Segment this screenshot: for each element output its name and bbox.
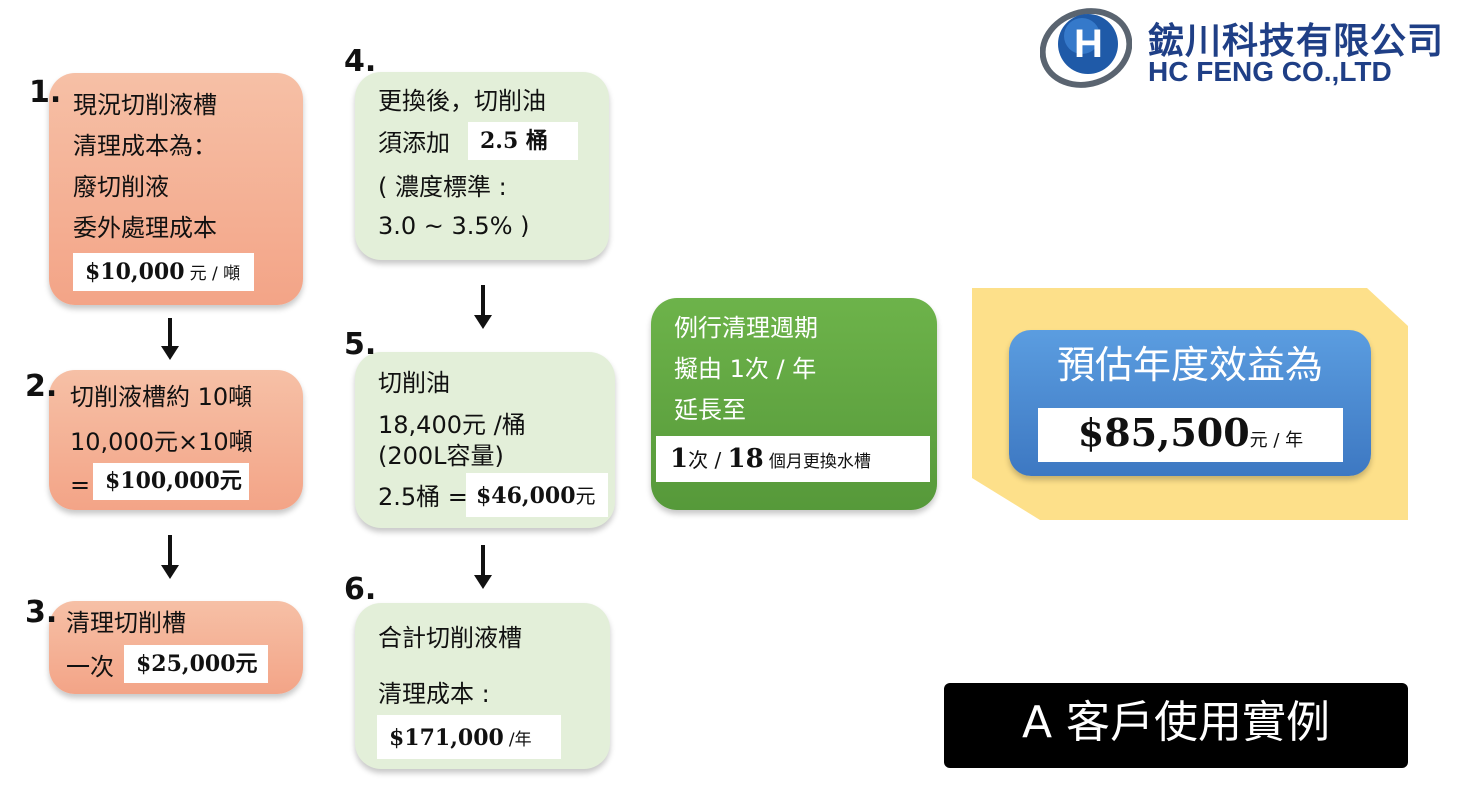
step-3-value: $25,000元 <box>136 651 258 677</box>
step-2-value: $100,000元 <box>105 468 242 494</box>
benefit-unit: 元 / 年 <box>1249 430 1304 451</box>
step-2-value-box: $100,000元 <box>93 463 249 500</box>
step-1-line-1: 現況切削液槽 <box>73 91 217 119</box>
step-1-line-2: 清理成本為： <box>73 132 217 160</box>
benefit-title: 預估年度效益為 <box>1056 343 1323 387</box>
logo-name-en: HC FENG CO.,LTD <box>1148 56 1392 87</box>
step-5-number: 5. <box>344 327 377 362</box>
step-1-value: $10,000 <box>85 259 185 285</box>
step-1-value-box: $10,000 元 / 噸 <box>73 253 254 291</box>
step-6-line-2: 清理成本 : <box>378 680 490 708</box>
step-2-number: 2. <box>25 369 58 404</box>
company-logo: H 鋐川科技有限公司 HC FENG CO.,LTD <box>1040 4 1455 88</box>
step-4-value-box: 2.5 桶 <box>468 122 578 160</box>
benefit-value: $85,500 <box>1077 410 1250 455</box>
cycle-value-box: 1次 / 18 個月更換水槽 <box>656 436 930 482</box>
step-6-unit: /年 <box>508 730 532 750</box>
step-6-value-box: $171,000 /年 <box>377 715 561 759</box>
cycle-value-a-unit: 次 / <box>688 448 728 472</box>
step-2-line-1: 切削液槽約 10噸 <box>70 383 253 411</box>
step-3-value-box: $25,000元 <box>124 645 268 683</box>
logo-name-zh: 鋐川科技有限公司 <box>1148 21 1445 62</box>
case-label: A 客戶使用實例 <box>1021 697 1331 748</box>
step-6-line-1: 合計切削液槽 <box>378 624 522 652</box>
logo-globe-icon <box>1040 8 1132 88</box>
step-4-line-3: ( 濃度標準 : <box>378 173 507 201</box>
cycle-line-2: 擬由 1次 / 年 <box>674 355 817 383</box>
step-5-unit: 元 <box>575 484 596 508</box>
case-label-box <box>944 683 1408 768</box>
step-4-value: 2.5 桶 <box>480 128 548 154</box>
step-4-number: 4. <box>344 44 377 79</box>
logo-mark: H <box>1074 22 1103 66</box>
step-1-unit: 元 / 噸 <box>189 264 241 284</box>
step-5-line-1: 切削油 <box>378 369 450 397</box>
step-6-value: $171,000 <box>389 725 504 751</box>
step-3-prefix: 一次 <box>66 653 114 681</box>
benefit-value-box: $85,500元 / 年 <box>1038 408 1343 462</box>
step-2-line-2: 10,000元×10噸 <box>70 428 253 456</box>
step-4-line-2: 須添加 <box>378 129 450 157</box>
cycle-value-b-unit: 個月更換水槽 <box>768 452 871 472</box>
step-5-line-3: (200L容量) <box>378 442 504 470</box>
step-4-line-1: 更換後，切削油 <box>378 87 546 115</box>
step-5-value-box: $46,000元 <box>466 473 608 517</box>
step-3-number: 3. <box>25 595 58 630</box>
step-4-box <box>355 72 609 260</box>
step-1-line-3: 廢切削液 <box>73 173 169 201</box>
step-5-line-2: 18,400元 /桶 <box>378 411 526 439</box>
step-6-number: 6. <box>344 572 377 607</box>
step-5-prefix: 2.5桶 = <box>378 483 468 511</box>
step-4-line-4: 3.0 ~ 3.5% ) <box>378 212 530 240</box>
step-3-line-1: 清理切削槽 <box>66 609 186 637</box>
step-1-line-4: 委外處理成本 <box>73 214 217 242</box>
step-5-value: $46,000 <box>476 483 576 509</box>
step-2-prefix: = <box>70 471 91 499</box>
cycle-line-3: 延長至 <box>674 396 746 424</box>
cycle-line-1: 例行清理週期 <box>674 314 818 342</box>
cycle-value-b: 18 <box>727 444 764 474</box>
cycle-value-a: 1 <box>670 444 689 474</box>
step-1-number: 1. <box>29 75 62 110</box>
